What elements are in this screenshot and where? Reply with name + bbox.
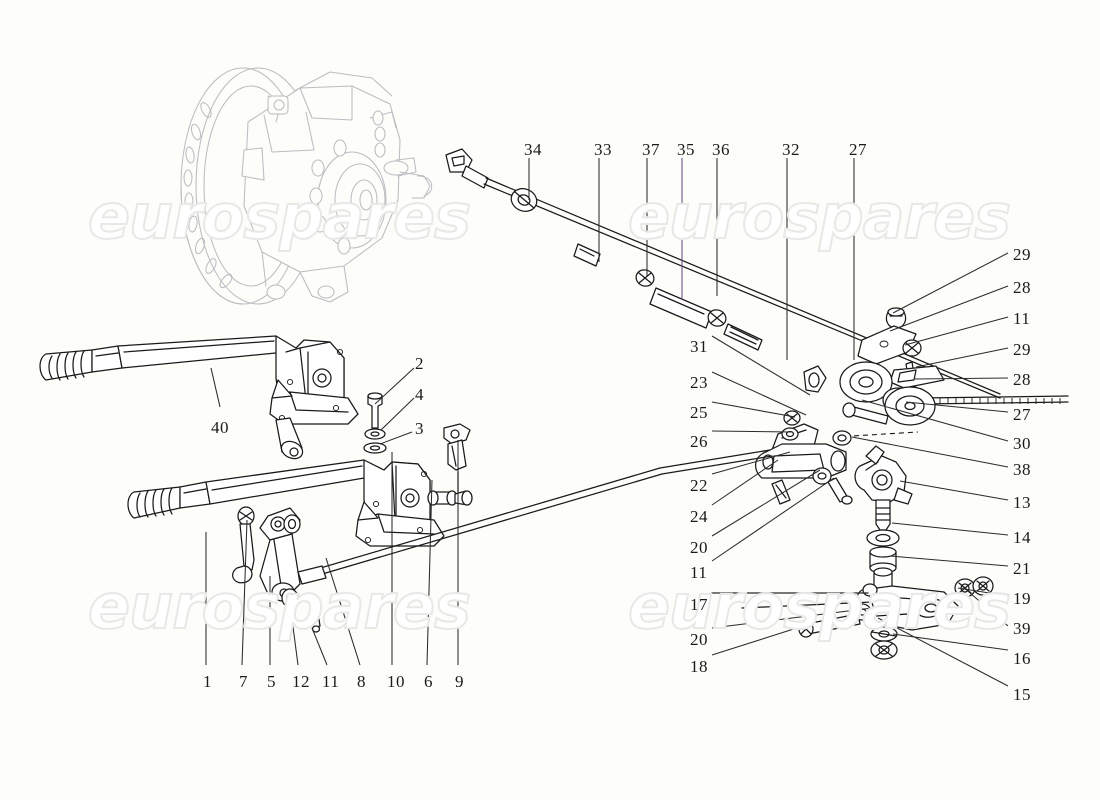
leader-line-26: [711, 430, 794, 433]
callout-label-25: 25: [690, 403, 708, 422]
callout-label-40: 40: [211, 418, 229, 437]
callout-label-27b: 27: [1013, 405, 1031, 424]
callout-label-19: 19: [1013, 589, 1031, 608]
cable-clip-bracket: [443, 423, 471, 493]
callout-label-2: 2: [415, 354, 424, 373]
callout-label-24: 24: [690, 507, 708, 526]
callout-label-10: 10: [387, 672, 405, 691]
callout-label-29b: 29: [1013, 340, 1031, 359]
callout-label-29a: 29: [1013, 245, 1031, 264]
callout-label-4: 4: [415, 385, 424, 404]
leader-line-31: [711, 335, 811, 396]
leader-line-24: [711, 459, 779, 506]
leader-line-21: [889, 555, 1009, 567]
callout-label-37: 37: [642, 140, 660, 159]
callout-label-15: 15: [1013, 685, 1031, 704]
leader-line-29b: [915, 347, 1009, 368]
brake-disc-hub-ghost: [180, 67, 433, 305]
callout-label-26: 26: [690, 432, 708, 451]
handbrake-lever-lower: [127, 459, 663, 633]
leader-line-20b: [711, 469, 821, 537]
callout-label-11a: 11: [1013, 309, 1031, 328]
leader-line-12: [288, 595, 299, 666]
callout-label-28a: 28: [1013, 278, 1031, 297]
leader-line-13: [899, 480, 1009, 501]
callout-label-9: 9: [455, 672, 464, 691]
leader-line-39: [961, 585, 1009, 627]
callout-label-3: 3: [415, 419, 424, 438]
handbrake-cable-assembly: [445, 148, 1069, 405]
callout-label-13: 13: [1013, 493, 1031, 512]
callout-label-16: 16: [1013, 649, 1031, 668]
leader-line-28a: [889, 285, 1009, 332]
rear-brake-lever-group: [711, 445, 994, 660]
equalizer-pulley-group: [832, 307, 945, 446]
callout-label-38: 38: [1013, 460, 1031, 479]
leader-line-11c: [311, 627, 328, 666]
leader-line-4: [380, 397, 415, 431]
callout-label-31: 31: [690, 337, 708, 356]
leader-line-23: [711, 371, 807, 416]
leader-line-20c: [711, 607, 873, 629]
leader-line-22: [711, 451, 791, 475]
handbrake-lever-upper: [39, 335, 359, 460]
leader-line-14: [891, 522, 1009, 536]
callout-label-17: 17: [690, 595, 708, 614]
leader-line-2: [374, 367, 415, 405]
leader-line-15: [877, 617, 1009, 687]
callout-label-11b: 11: [690, 563, 708, 582]
leader-line-27b: [905, 401, 1009, 413]
leader-line-11a: [904, 316, 1009, 346]
callout-leader-lines: [205, 158, 1009, 687]
callout-label-7: 7: [239, 672, 248, 691]
callout-label-11c: 11: [322, 672, 340, 691]
callout-label-8: 8: [357, 672, 366, 691]
leader-line-28b: [914, 377, 1009, 380]
leader-line-40: [210, 367, 221, 408]
callout-label-20c: 20: [690, 630, 708, 649]
callout-label-18: 18: [690, 657, 708, 676]
callout-label-14: 14: [1013, 528, 1031, 547]
callout-label-6: 6: [424, 672, 433, 691]
callout-label-1: 1: [203, 672, 212, 691]
callout-label-32: 32: [782, 140, 800, 159]
leader-line-25: [711, 401, 796, 418]
callout-label-33: 33: [594, 140, 612, 159]
leader-line-7: [241, 519, 248, 666]
callout-label-12: 12: [292, 672, 310, 691]
leader-line-6: [426, 479, 433, 666]
leader-line-30: [861, 399, 1009, 442]
callout-label-30: 30: [1013, 434, 1031, 453]
callout-label-36: 36: [712, 140, 730, 159]
intermediate-lever-group: [659, 410, 853, 505]
callout-label-21: 21: [1013, 559, 1031, 578]
callout-label-5: 5: [267, 672, 276, 691]
leader-line-11b: [711, 477, 835, 562]
callout-label-39: 39: [1013, 619, 1031, 638]
bolt-washer-stack: [363, 392, 387, 454]
callout-label-23: 23: [690, 373, 708, 392]
callout-label-35: 35: [677, 140, 695, 159]
leader-line-16: [892, 633, 1009, 651]
callout-label-28b: 28: [1013, 370, 1031, 389]
callout-label-34: 34: [524, 140, 542, 159]
leader-line-29a: [892, 252, 1009, 314]
leader-line-8: [325, 557, 361, 666]
callout-label-22: 22: [690, 476, 708, 495]
leader-line-38: [851, 436, 1009, 468]
leader-line-18: [711, 626, 801, 656]
callout-label-27: 27: [849, 140, 867, 159]
callout-label-20b: 20: [690, 538, 708, 557]
leader-line-3: [379, 431, 413, 445]
